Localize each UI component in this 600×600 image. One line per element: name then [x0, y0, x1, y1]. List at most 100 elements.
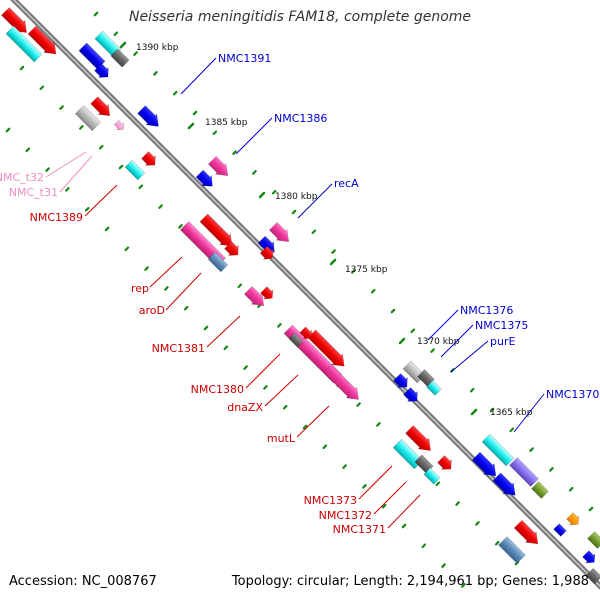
gene-feature: [94, 63, 109, 78]
gene-feature: [405, 425, 431, 451]
tick-dot: [84, 206, 90, 212]
tick-dot: [5, 127, 11, 133]
gene-feature: [498, 536, 526, 564]
leader-line: [245, 353, 281, 389]
scale-label-1390: 1390 kbp: [136, 43, 179, 53]
gene-label-nmc1381: NMC1381: [152, 342, 205, 355]
gene-feature: [566, 512, 580, 526]
leader-line: [149, 256, 183, 288]
gene-label-nmc1380: NMC1380: [191, 383, 244, 396]
gene-label-reca: recA: [334, 177, 359, 190]
gene-label-nmc1372: NMC1372: [319, 509, 372, 522]
tick-dot: [455, 501, 460, 506]
gene-feature: [90, 96, 111, 117]
tick-dot: [138, 184, 144, 190]
leader-line: [235, 117, 273, 155]
tick-dot: [430, 348, 435, 353]
gene-feature: [224, 241, 239, 256]
gene-label-nmc-t31: NMC_t31: [9, 186, 58, 199]
map-title: Neisseria meningitidis FAM18, complete g…: [128, 9, 472, 25]
leader-line: [427, 309, 459, 341]
tick-dot: [203, 325, 209, 331]
gene-feature: [299, 326, 312, 339]
tick-dot: [25, 147, 31, 153]
tick-dot: [192, 110, 198, 116]
scale-label-1365: 1365 kbp: [490, 408, 533, 418]
leader-line: [450, 340, 489, 373]
gene-feature: [268, 221, 290, 243]
gene-feature: [531, 481, 549, 499]
tick-dot: [351, 269, 356, 274]
tick-dot: [362, 484, 367, 489]
tick-dot: [390, 308, 396, 314]
gene-feature: [513, 519, 539, 545]
tick-dot: [39, 85, 45, 91]
gene-feature: [492, 472, 516, 496]
scale-label-1370: 1370 kbp: [417, 337, 460, 347]
gene-features: [1, 7, 600, 585]
tick-dot: [59, 105, 64, 110]
scale-label-1375: 1375 kbp: [345, 265, 388, 275]
tick-dot: [529, 447, 534, 452]
leader-line: [84, 184, 118, 217]
tick-dot: [212, 130, 218, 136]
gene-feature: [141, 151, 156, 166]
tick-dot: [104, 226, 110, 232]
gene-feature: [403, 387, 418, 402]
gene-feature: [260, 286, 274, 300]
leader-line: [513, 393, 545, 433]
tick-dot: [45, 167, 50, 172]
tick-dot: [489, 407, 495, 413]
tick-dot: [232, 150, 237, 155]
tick-dot: [133, 51, 138, 56]
tick-dot: [441, 563, 446, 568]
gene-feature: [207, 251, 229, 273]
gene-feature: [207, 155, 229, 177]
gene-feature: [585, 567, 600, 585]
tick-dot: [158, 204, 163, 209]
tick-dot: [98, 144, 104, 150]
tick-dot: [401, 523, 407, 529]
tick-dot: [549, 467, 554, 472]
tick-dot: [263, 385, 268, 390]
tick-dot: [19, 65, 25, 71]
gene-label-nmc1376: NMC1376: [460, 304, 513, 317]
tick-dot: [311, 229, 317, 235]
tick-dots: [5, 11, 594, 588]
gene-feature: [426, 380, 442, 396]
tick-dot: [381, 503, 387, 509]
tick-dot: [588, 506, 594, 512]
tick-dot: [277, 323, 282, 328]
leader-line: [373, 481, 407, 515]
tick-dot: [223, 345, 229, 351]
gene-label-nmc1373: NMC1373: [304, 494, 357, 507]
tick-dot: [153, 71, 158, 76]
gene-feature: [393, 373, 408, 388]
gene-feature: [259, 245, 274, 260]
tick-dot: [376, 422, 381, 427]
label-leader-lines: [45, 57, 545, 529]
scale-ticks: [119, 41, 478, 416]
gene-label-dnazx: dnaZX: [227, 401, 263, 414]
scale-label-1380: 1380 kbp: [275, 192, 318, 202]
tick-dot: [509, 427, 515, 433]
leader-line: [264, 374, 299, 407]
gene-feature: [582, 550, 596, 564]
tick-dot: [282, 404, 288, 410]
leader-line: [358, 465, 393, 500]
tick-dot: [237, 283, 243, 289]
gene-label-rep: rep: [131, 282, 149, 295]
tick-dot: [461, 583, 466, 588]
tick-dot: [252, 170, 257, 175]
leader-line: [387, 494, 421, 529]
gene-feature: [288, 332, 304, 348]
gene-label-nmc1386: NMC1386: [274, 112, 327, 125]
tick-dot: [435, 481, 441, 487]
tick-dot: [331, 249, 336, 254]
tick-dot: [302, 424, 308, 430]
gene-feature: [74, 104, 102, 132]
tick-dot: [93, 11, 99, 17]
gene-feature: [471, 451, 497, 477]
gene-label-nmc1371: NMC1371: [333, 523, 386, 536]
